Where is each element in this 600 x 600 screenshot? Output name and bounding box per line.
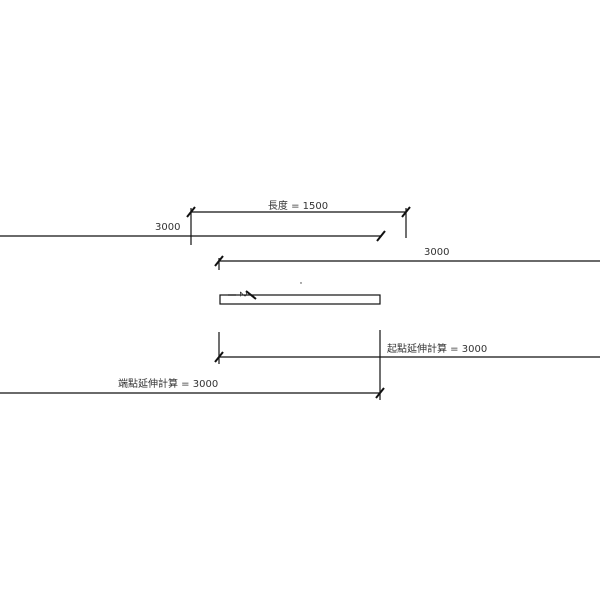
left-value: 3000 — [155, 222, 180, 233]
end-extension-label: 端點延伸計算 = 3000 — [118, 377, 218, 390]
length-label: 長度 = 1500 — [268, 199, 328, 212]
left-line: 3000 — [0, 222, 386, 242]
right-value: 3000 — [424, 247, 449, 258]
rect-element: 2 — [219, 290, 381, 305]
rect-marker: 2 — [237, 291, 248, 297]
length-dimension: 長度 = 1500 — [186, 199, 411, 245]
right-line: 3000 — [214, 247, 600, 270]
point-marker — [300, 282, 302, 284]
end-extension-line: 端點延伸計算 = 3000 — [0, 330, 385, 400]
start-extension-label: 起點延伸計算 = 3000 — [387, 342, 487, 355]
start-extension-line: 起點延伸計算 = 3000 — [214, 332, 600, 364]
